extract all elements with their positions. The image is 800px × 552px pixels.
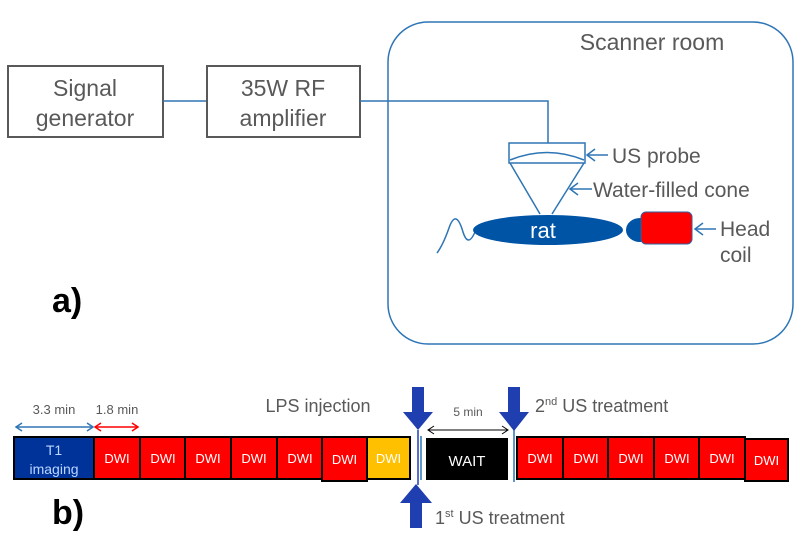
wait-label: WAIT <box>449 453 486 470</box>
panel-b-label: b) <box>52 494 84 532</box>
amplifier-line1: 35W RF <box>241 75 325 101</box>
dwi-block <box>321 436 368 482</box>
rat-tail <box>436 218 476 254</box>
dwi-label: DWI <box>709 451 734 466</box>
dwi-block <box>516 436 564 480</box>
dwi-label: DWI <box>195 451 220 466</box>
t1-label-line2: imaging <box>29 461 78 477</box>
dwi-label: DWI <box>618 451 643 466</box>
signal-generator-line1: Signal <box>53 75 117 101</box>
second-us-label: 2nd US treatment <box>535 396 668 416</box>
head-coil-label-line2: coil <box>720 244 752 267</box>
dwi-blocks-pre: DWI DWI DWI DWI DWI DWI DWI <box>93 436 411 482</box>
coil-arrowhead <box>693 222 704 236</box>
dwi-label: DWI <box>241 451 266 466</box>
scanner-room-label: Scanner room <box>580 29 724 55</box>
dwi-arrow-right <box>131 422 140 432</box>
dwi-blocks-post: DWI DWI DWI DWI DWI DWI <box>516 436 789 482</box>
dwi-block <box>653 436 701 480</box>
cone-right <box>551 162 585 215</box>
dwi-label: DWI <box>332 452 357 467</box>
second-us-arrow-down <box>499 387 529 431</box>
cone-label: Water-filled cone <box>593 179 750 202</box>
signal-generator-line2: generator <box>36 105 135 131</box>
cone-arrowhead <box>568 182 579 196</box>
dwi-block <box>744 438 789 482</box>
panel-a-label: a) <box>52 282 82 320</box>
t1-arrow-right <box>86 422 95 432</box>
amplifier-line2: amplifier <box>240 105 327 131</box>
dwi-label: DWI <box>573 451 598 466</box>
probe-transducer <box>509 151 585 161</box>
wait-arrow-left <box>427 425 435 435</box>
dwi-label: DWI <box>150 451 175 466</box>
cable-line <box>360 100 549 143</box>
lps-injection-label: LPS injection <box>265 396 370 416</box>
dwi-block <box>562 436 610 480</box>
dwi-block <box>139 436 187 480</box>
probe-arrowhead <box>585 148 596 162</box>
head-coil-label-line1: Head <box>720 218 770 241</box>
dwi-arrow-left <box>93 422 102 432</box>
dwi-label: DWI <box>287 451 312 466</box>
dwi-label: DWI <box>754 453 779 468</box>
dwi-label: DWI <box>527 451 552 466</box>
first-us-arrow-up <box>400 484 432 528</box>
dwi-block <box>366 436 411 480</box>
dwi-block <box>230 436 278 480</box>
t1-duration-label: 3.3 min <box>33 402 76 417</box>
dwi-label: DWI <box>104 451 129 466</box>
dwi-block <box>276 436 324 480</box>
t1-label-line1: T1 <box>46 442 63 458</box>
t1-imaging-block <box>13 436 95 480</box>
wait-arrow-right <box>501 425 509 435</box>
head-coil <box>640 211 693 245</box>
dwi-label: DWI <box>664 451 689 466</box>
us-probe <box>508 142 586 164</box>
scanner-room-box <box>387 21 794 345</box>
first-us-label: 1st US treatment <box>435 508 565 528</box>
dwi-block <box>93 436 141 480</box>
rat-body <box>473 215 623 245</box>
wait-duration-label: 5 min <box>453 405 482 419</box>
dwi-block <box>184 436 232 480</box>
cone-left <box>509 162 541 215</box>
us-probe-label: US probe <box>612 145 701 168</box>
lps-arrow-down <box>403 387 433 430</box>
dwi-duration-label: 1.8 min <box>96 402 139 417</box>
wait-block <box>426 438 508 480</box>
dwi-label: DWI <box>376 451 401 466</box>
dwi-block <box>607 436 655 480</box>
rat-label: rat <box>530 218 556 243</box>
t1-arrow-left <box>14 422 23 432</box>
